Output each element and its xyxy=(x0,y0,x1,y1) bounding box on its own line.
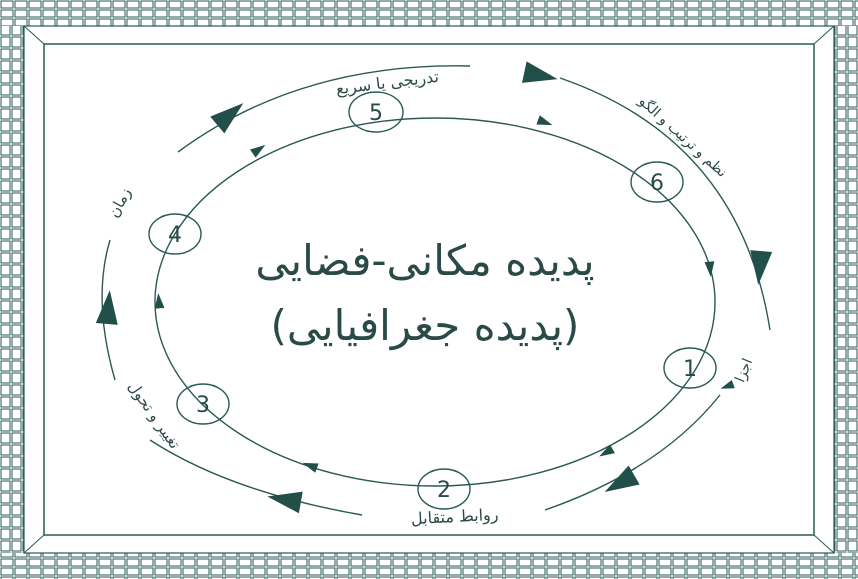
label-mutual-relations: روابط متقابل xyxy=(410,505,498,530)
arrow-outer-left xyxy=(96,289,121,325)
node-2-label: 2 xyxy=(437,478,451,503)
label-time: زمان xyxy=(104,185,134,221)
node-5: 5 xyxy=(349,92,403,132)
node-6-label: 6 xyxy=(650,171,664,196)
arrow-outer-top-left xyxy=(210,95,250,134)
arrow-inner-bottom-right xyxy=(597,445,615,461)
arrow-components xyxy=(719,380,735,393)
node-6: 6 xyxy=(631,162,683,202)
arrow-outer-bottom-left xyxy=(265,486,302,514)
node-2: 2 xyxy=(418,469,470,509)
node-4: 4 xyxy=(149,214,201,254)
label-order-and-pattern: نظم و ترتیب و الگو xyxy=(635,92,731,181)
title-line-1: پدیده مکانی-فضایی xyxy=(255,236,594,286)
outer-arc-bottom xyxy=(150,440,362,515)
arrow-outer-top xyxy=(522,61,560,90)
arrow-inner-top-right xyxy=(536,115,554,130)
label-change-and-evolution: تغییر و تحول xyxy=(124,378,184,452)
outer-arc-right xyxy=(545,395,720,510)
arrow-inner-right xyxy=(705,261,716,277)
arrow-outer-bottom-right xyxy=(599,465,639,501)
node-3-label: 3 xyxy=(196,393,210,418)
label-components: اجزا xyxy=(732,356,756,384)
node-1-label: 1 xyxy=(683,357,697,382)
node-5-label: 5 xyxy=(369,101,383,126)
arrow-inner-bottom xyxy=(301,458,319,473)
node-3: 3 xyxy=(177,384,229,424)
title-line-2: (پدیده جغرافیایی) xyxy=(271,301,580,351)
node-4-label: 4 xyxy=(168,223,182,248)
node-1: 1 xyxy=(664,348,716,388)
